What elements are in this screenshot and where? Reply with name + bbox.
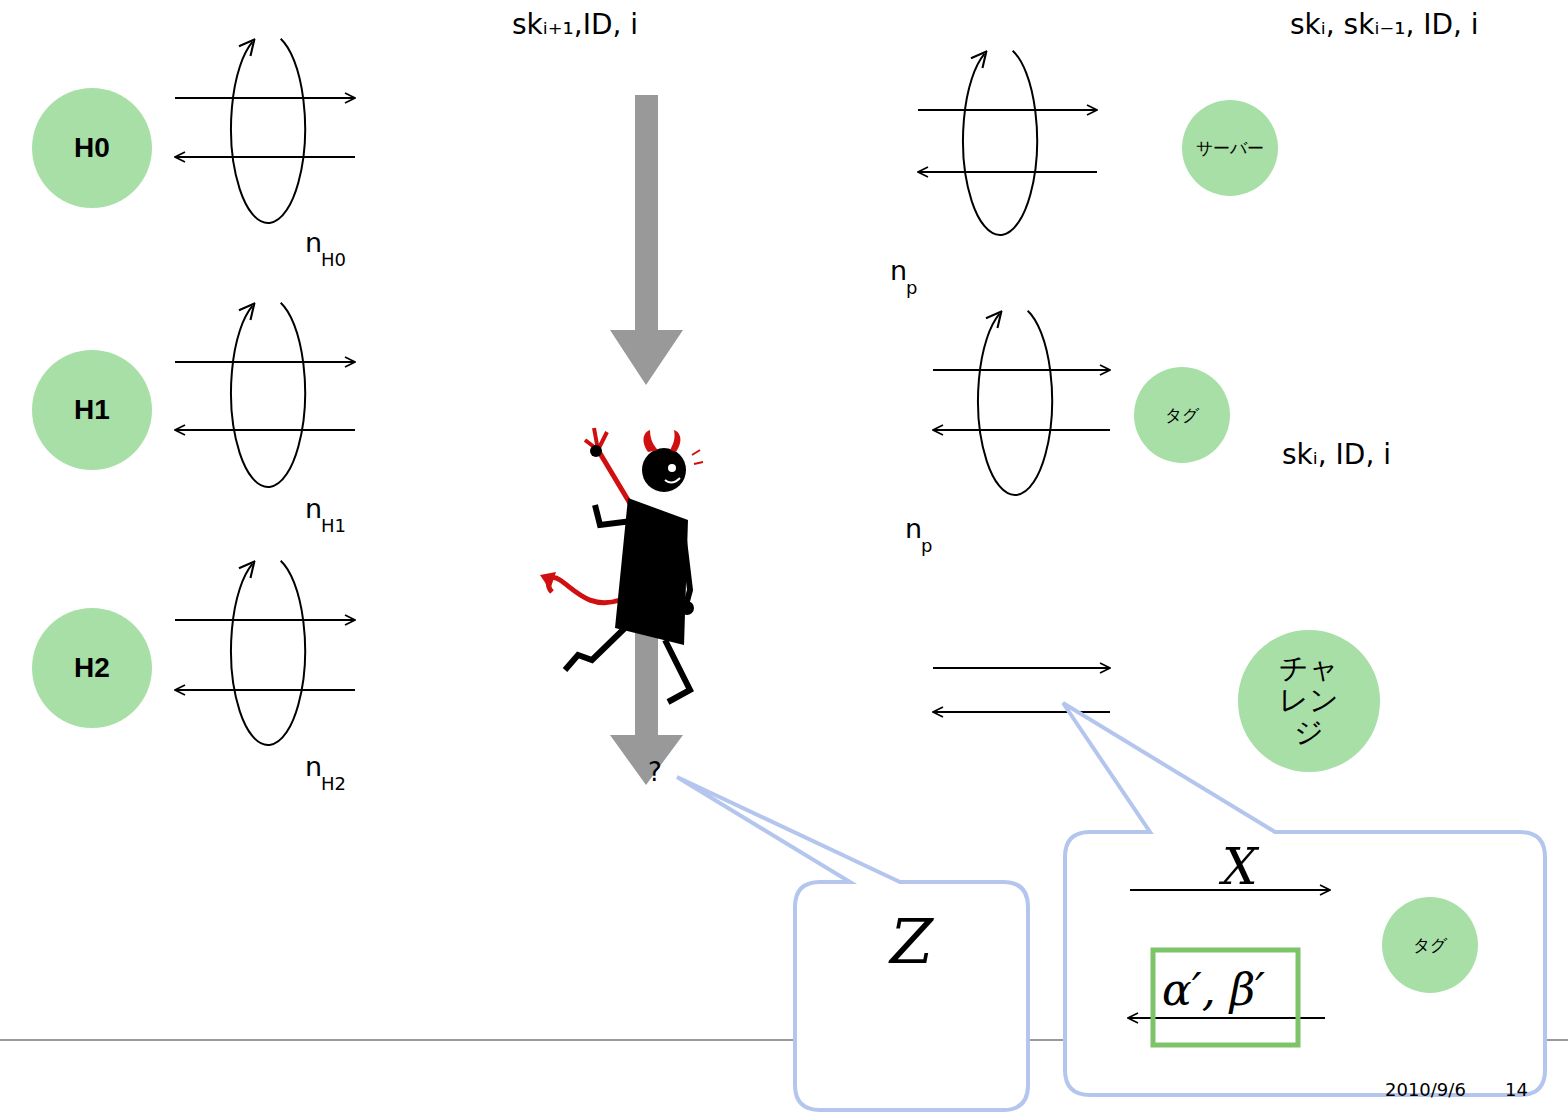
- math-symbol: α′, β′: [1162, 966, 1265, 1014]
- node-label: タグ: [1413, 936, 1447, 955]
- unknown-mark: ?: [648, 758, 662, 787]
- slide-date: 2010/9/6: [1385, 1080, 1466, 1100]
- query-count-sub: H0: [321, 250, 346, 270]
- party-circle: H1: [32, 350, 152, 470]
- callout-box: Xα′, β′ タグ: [1065, 832, 1545, 1095]
- query-count-sub: p: [906, 278, 917, 298]
- flow-arrow: [610, 95, 683, 385]
- party-circle: チャレンジ: [1238, 630, 1379, 771]
- party-circle: H2: [32, 608, 152, 728]
- query-count-sub: p: [921, 536, 932, 556]
- adversary-figure: [540, 428, 703, 702]
- query-count: n: [905, 514, 922, 544]
- node-label: H2: [74, 653, 110, 684]
- party-circle: サーバー: [1182, 100, 1278, 196]
- query-count: n: [305, 494, 322, 524]
- math-symbol: X: [1222, 840, 1258, 895]
- party-circle: H0: [32, 88, 152, 208]
- node-label: サーバー: [1196, 139, 1264, 158]
- callout-bubble: [677, 777, 1028, 1110]
- query-count-sub: H1: [321, 516, 346, 536]
- key-state: skᵢ, skᵢ₋₁, ID, i: [1290, 10, 1479, 41]
- callout-box: Z: [795, 882, 1028, 1110]
- query-count: n: [890, 256, 907, 286]
- party-circle: タグ: [1134, 367, 1230, 463]
- query-count: n: [305, 752, 322, 782]
- highlight-box: [1153, 950, 1298, 1045]
- page-number: 14: [1505, 1080, 1528, 1100]
- node-label: H0: [74, 133, 110, 164]
- node-label: タグ: [1165, 406, 1199, 425]
- query-count: n: [305, 228, 322, 258]
- query-count-sub: H2: [321, 774, 346, 794]
- math-symbol: Z: [795, 908, 1028, 976]
- node-label: チャレンジ: [1264, 653, 1354, 749]
- key-state: skᵢ₊₁,ID, i: [512, 10, 638, 41]
- key-state: skᵢ, ID, i: [1282, 440, 1391, 471]
- party-circle: タグ: [1382, 897, 1478, 993]
- node-label: H1: [74, 395, 110, 426]
